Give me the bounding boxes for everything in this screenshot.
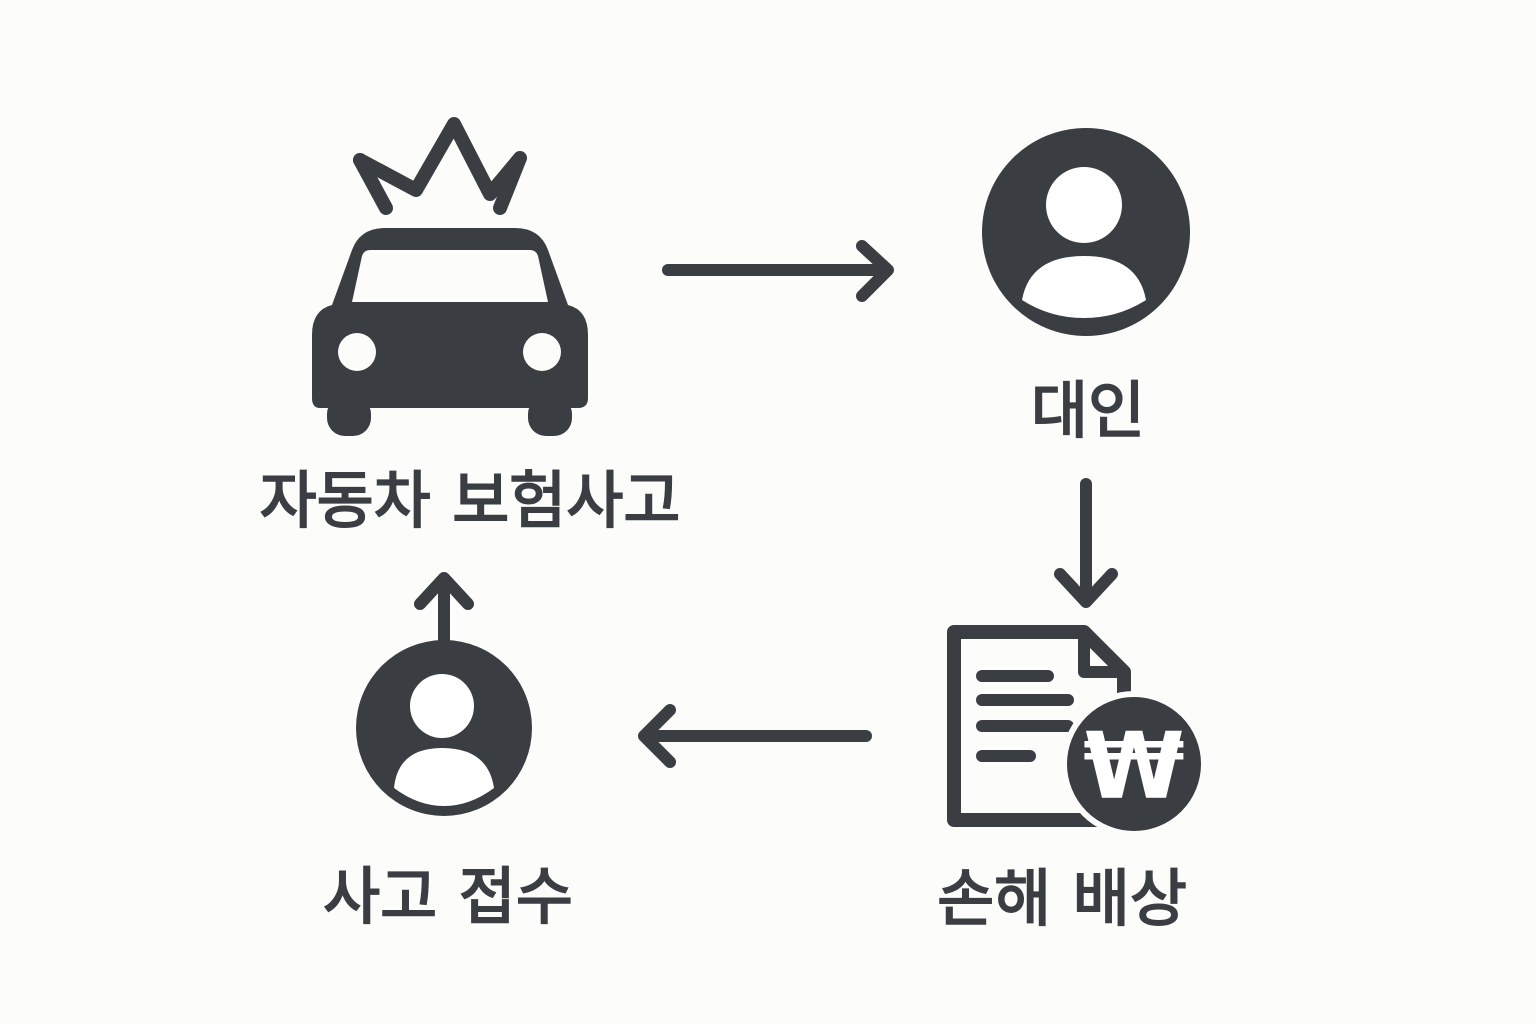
accident-label: 자동차 보험사고 [260,464,681,537]
arrow-bodily-injury-to-compensation [1054,478,1118,608]
claim-filing-label: 사고 접수 [323,860,573,933]
won-sign-icon: ₩ [1083,713,1184,820]
arrow-claim-filing-to-accident [414,572,474,648]
node-compensation: ₩ 손해 배상 [937,625,1207,935]
node-accident: 자동차 보험사고 [260,117,681,537]
compensation-label: 손해 배상 [937,862,1187,935]
bodily-injury-label: 대인 [1031,374,1145,447]
arrow-compensation-to-claim-filing [638,704,872,768]
node-claim-filing: 사고 접수 [323,640,573,933]
person-circle-icon [982,128,1190,336]
arrow-accident-to-bodily-injury [662,240,894,302]
person-circle-arrow-icon [356,640,532,816]
document-won-icon: ₩ [947,625,1207,837]
node-bodily-injury: 대인 [982,128,1190,447]
car-crash-icon [312,117,588,436]
